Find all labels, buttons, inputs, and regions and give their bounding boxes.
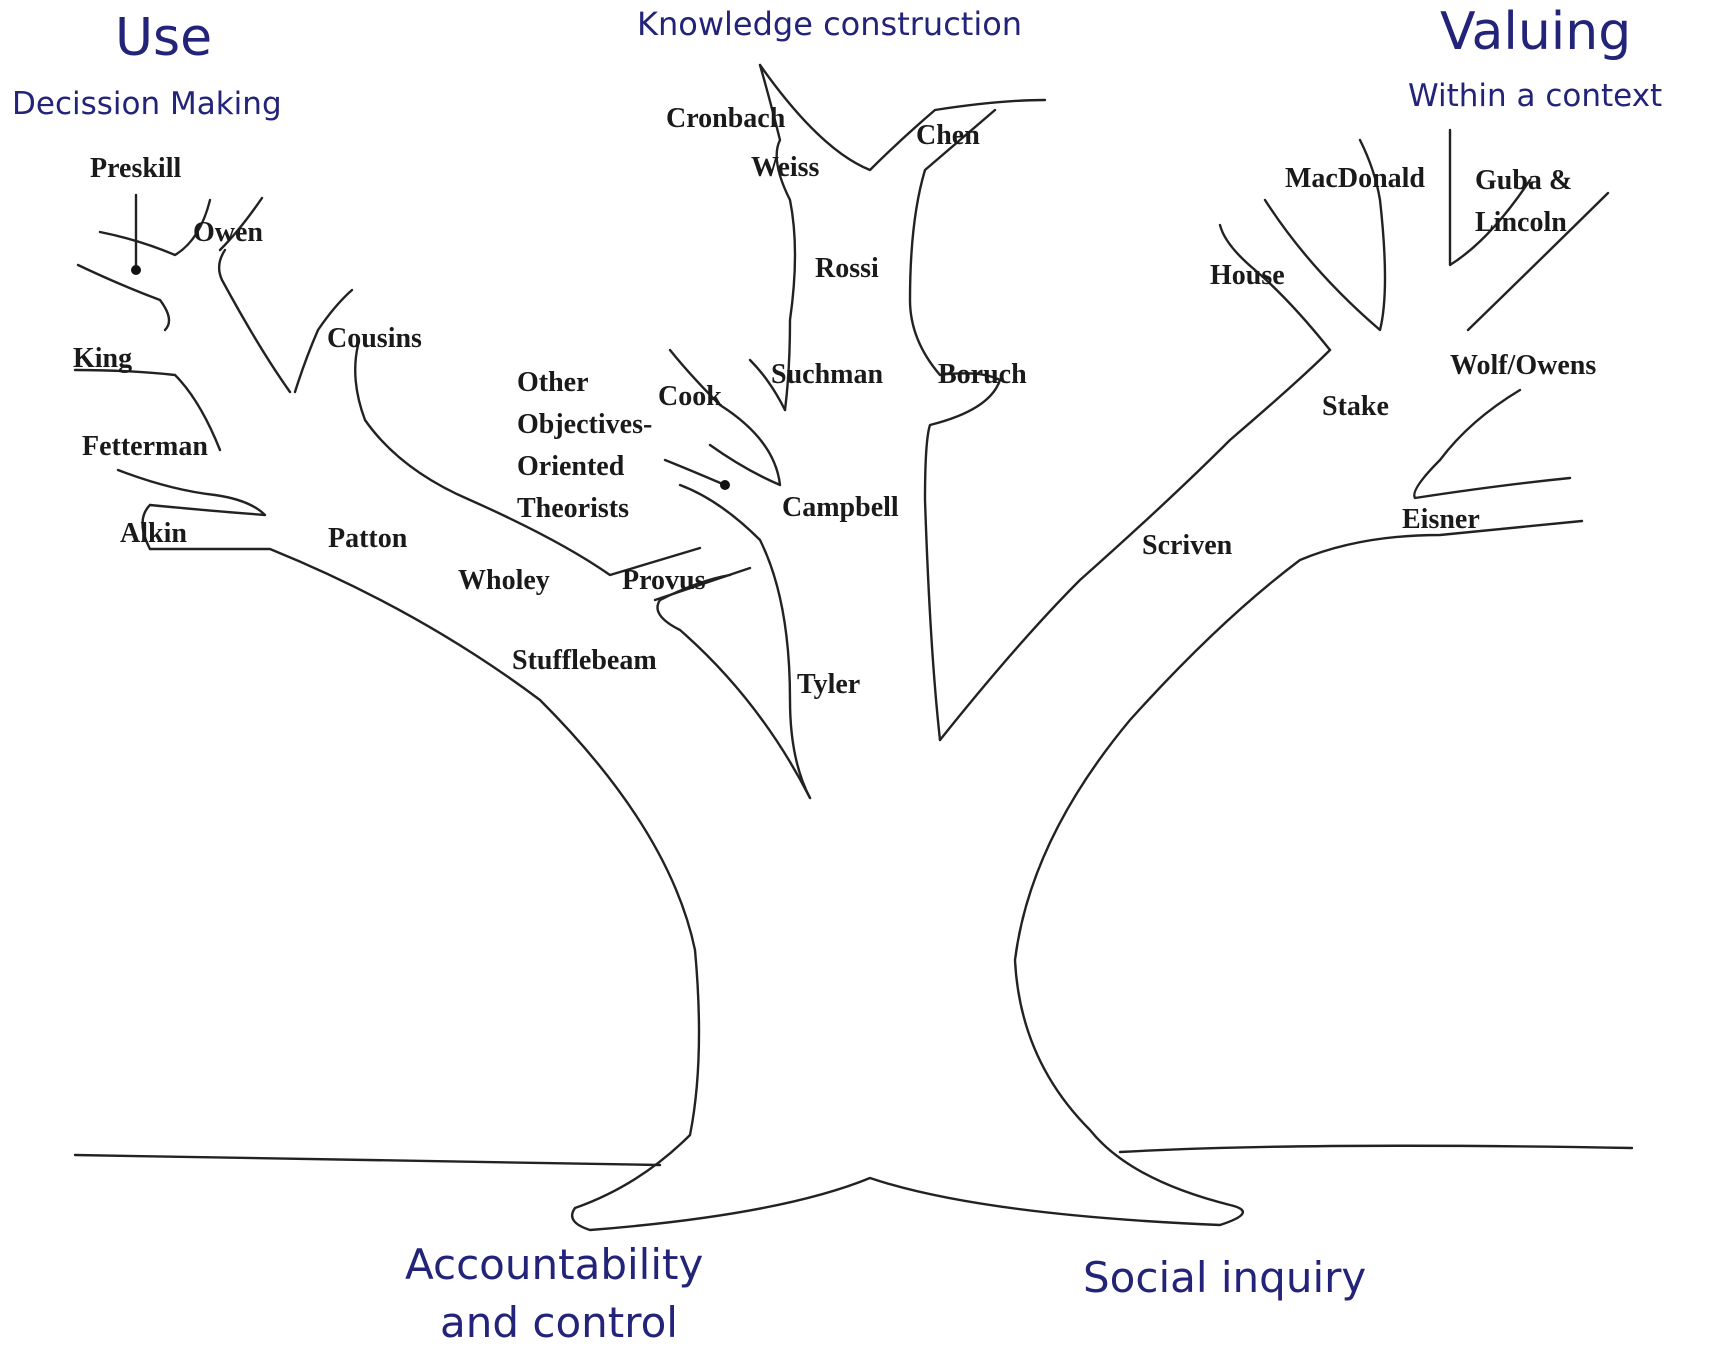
branch-house (1218, 223, 1332, 352)
branch-alkin (116, 468, 267, 517)
theorist-weiss: Weiss (751, 152, 820, 183)
theorist-patton: Patton (328, 523, 408, 554)
branch-tyler (656, 573, 812, 800)
theorist-preskill: Preskill (90, 153, 182, 184)
theorist-house: House (1210, 260, 1285, 291)
branch-owen-right (218, 196, 264, 252)
theorist-campbell: Campbell (782, 492, 899, 523)
category-valuing-subtitle: Within a context (1408, 78, 1663, 114)
branch-cousins-patton (354, 343, 702, 577)
branch-cousins2 (293, 288, 354, 394)
branch-fetterman (73, 368, 222, 452)
branch-cook (668, 348, 782, 487)
theorist-suchman: Suchman (771, 359, 884, 390)
category-use-subtitle: Decission Making (12, 86, 282, 122)
branch-cousins (217, 248, 292, 394)
theorist-wolf-owens: Wolf/Owens (1450, 350, 1597, 381)
category-social-title: Social inquiry (1083, 1253, 1367, 1302)
theorist-alkin: Alkin (120, 518, 187, 549)
trunk-center-right (908, 108, 1002, 742)
branch-campbell (663, 458, 727, 487)
theorist-tyler: Tyler (797, 669, 861, 700)
theorist-cook: Cook (658, 381, 722, 412)
trunk-center-left2 (748, 358, 787, 412)
theorist-other-line1: Other (517, 367, 589, 398)
branch-lincoln (1466, 191, 1610, 332)
theorist-macdonald: MacDonald (1285, 163, 1425, 194)
theorist-king: King (73, 343, 133, 374)
theorist-owen: Owen (193, 217, 263, 248)
theorist-stufflebeam: Stufflebeam (512, 645, 657, 676)
category-accountability-line1: Accountability (405, 1240, 704, 1289)
theorist-wholey: Wholey (458, 565, 550, 596)
theorist-cronbach: Cronbach (666, 103, 786, 134)
theorist-other-line2: Objectives- (517, 409, 653, 440)
preskill-dot (131, 265, 141, 275)
theorist-scriven: Scriven (1142, 530, 1233, 561)
trunk-right (938, 348, 1332, 742)
trunk-center-left (758, 63, 797, 412)
theorist-stake: Stake (1322, 391, 1389, 422)
branch-tyler-right (678, 483, 812, 800)
trunk-left (148, 519, 1584, 1232)
theorist-fetterman: Fetterman (82, 431, 208, 462)
category-valuing-title: Valuing (1440, 2, 1632, 62)
theorist-boruch: Boruch (938, 359, 1027, 390)
limb-alkin (141, 503, 152, 551)
ground-line-right (1118, 1144, 1634, 1154)
category-use-title: Use (115, 8, 213, 68)
theorist-other-line3: Oriented (517, 451, 625, 482)
ground-line-left (73, 1153, 662, 1167)
branch-king (76, 263, 171, 332)
other-objectives-dot (720, 480, 730, 490)
theorist-other-line4: Theorists (517, 493, 629, 524)
branch-wolf (1413, 388, 1572, 500)
category-knowledge-title: Knowledge construction (637, 5, 1023, 43)
category-accountability-line2: and control (440, 1298, 678, 1347)
theorist-eisner: Eisner (1402, 504, 1480, 535)
theorist-cousins: Cousins (327, 323, 422, 354)
branch-guba (1448, 128, 1532, 267)
theorist-guba: Guba & (1475, 165, 1573, 196)
branch-macdonald (1263, 138, 1387, 332)
theorist-provus: Provus (622, 565, 706, 596)
branch-preskill-owen (98, 198, 212, 257)
theorist-lincoln: Lincoln (1475, 207, 1567, 238)
branch-cronbach-chen (758, 63, 1047, 172)
theorist-chen: Chen (916, 120, 980, 151)
theorist-rossi: Rossi (815, 253, 879, 284)
